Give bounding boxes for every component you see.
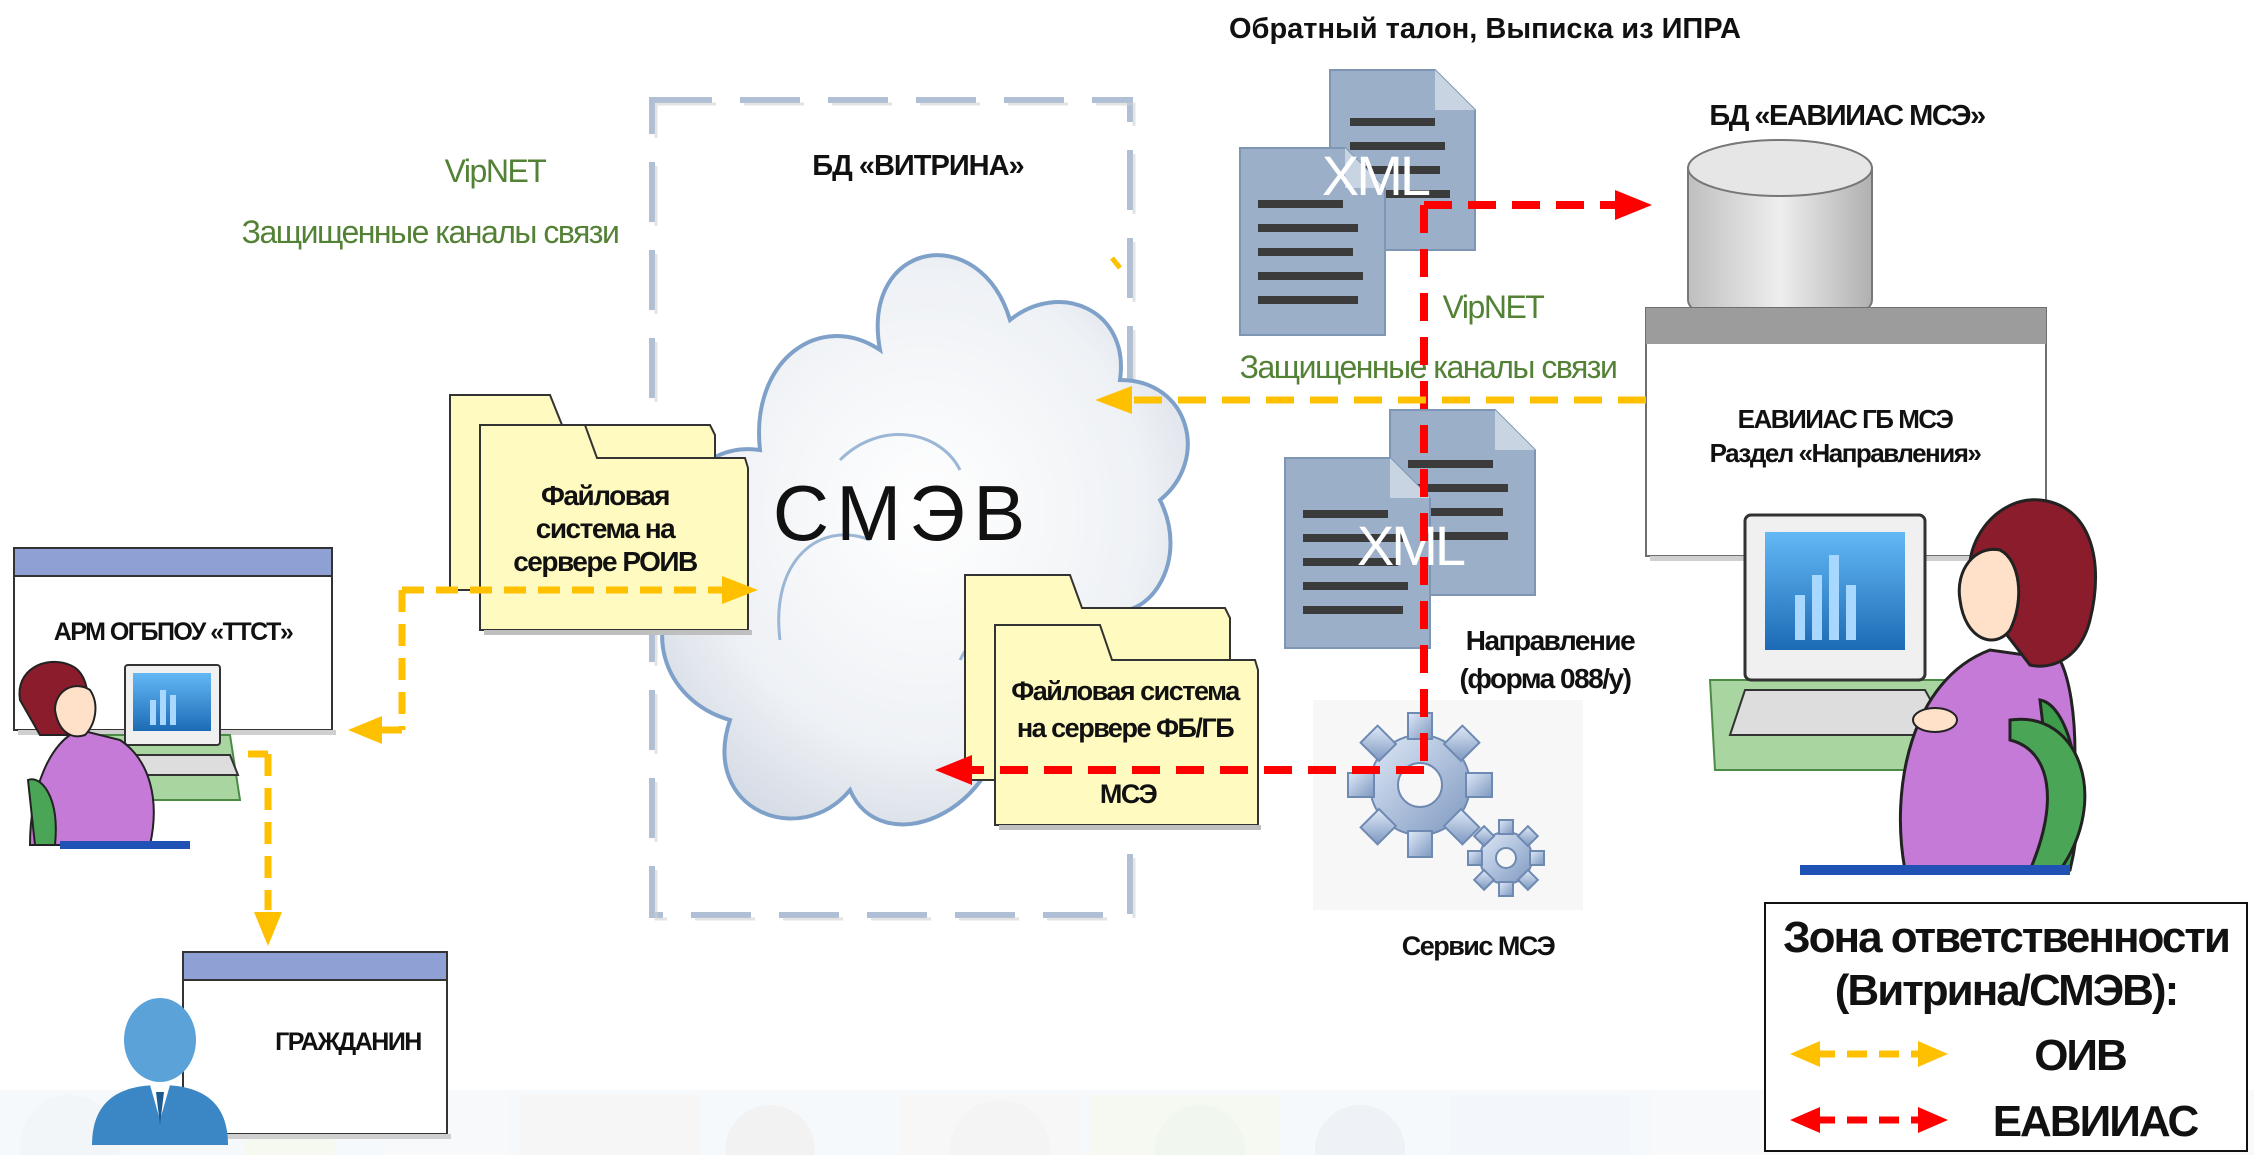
operator-left-illustration	[18, 660, 242, 849]
citizen-box	[182, 951, 451, 1139]
vipnet-left: VipNET	[445, 153, 547, 189]
eaviias-box-line2: Раздел «Направления»	[1710, 438, 1982, 468]
oiv-arrowhead-citizen	[254, 912, 282, 946]
folder-roiv-line1: Файловая	[541, 480, 669, 511]
smev-label: СМЭВ	[773, 469, 1034, 557]
gear-icon	[1313, 700, 1583, 910]
oiv-arrowhead-cloud	[1095, 386, 1132, 414]
xml-document-icon-middle	[1284, 409, 1536, 649]
folder-fbgb-line3: МСЭ	[1100, 779, 1158, 809]
direction-line1: Направление	[1466, 625, 1635, 656]
folder-roiv-line3: сервере РОИВ	[513, 546, 697, 577]
folder-roiv	[449, 394, 752, 635]
service-label: Сервис МСЭ	[1402, 931, 1556, 961]
eaviias-box-line1: ЕАВИИАС ГБ МСЭ	[1738, 404, 1954, 434]
legend-eaviias-arrow	[1790, 1107, 1948, 1133]
legend-oiv-arrow	[1790, 1041, 1948, 1067]
top-caption: Обратный талон, Выписка из ИПРА	[1229, 13, 1741, 45]
oiv-arrowhead-arm	[348, 716, 382, 744]
xml-mid-label: XML	[1357, 514, 1465, 577]
folder-fbgb	[964, 574, 1261, 830]
legend-oiv-label: ОИВ	[2034, 1031, 2126, 1080]
channels-left: Защищенные каналы связи	[242, 214, 619, 250]
legend-title-line1: Зона ответственности	[1783, 913, 2229, 962]
person-icon	[92, 998, 228, 1145]
folder-fbgb-line2: на сервере ФБ/ГБ	[1017, 713, 1234, 743]
oiv-small-tick	[1110, 256, 1122, 270]
channels-right: Защищенные каналы связи	[1240, 349, 1617, 385]
folder-fbgb-line1: Файловая система	[1011, 676, 1241, 706]
vipnet-right: VipNET	[1443, 289, 1545, 325]
db-eaviias-title: БД «ЕАВИИАС МСЭ»	[1709, 100, 1985, 132]
legend-eaviias-label: ЕАВИИАС	[1993, 1097, 2199, 1146]
oiv-arrowhead-roiv	[722, 576, 758, 604]
arm-box-label: АРМ ОГБПОУ «ТТСТ»	[54, 618, 293, 646]
xml-top-label: XML	[1322, 144, 1430, 207]
citizen-box-label: ГРАЖДАНИН	[275, 1028, 421, 1056]
legend-box	[1764, 902, 2248, 1152]
db-vitrina-title: БД «ВИТРИНА»	[812, 150, 1023, 182]
folder-roiv-line2: система на	[536, 513, 676, 544]
eaviias-arrowhead-folder	[935, 755, 972, 785]
direction-line2: (форма 088/у)	[1460, 663, 1631, 694]
legend-title-line2: (Витрина/СМЭВ):	[1835, 966, 2177, 1015]
eaviias-arrowhead-db	[1615, 190, 1652, 220]
database-icon	[1687, 139, 1873, 329]
operator-right-illustration	[1708, 498, 2097, 875]
